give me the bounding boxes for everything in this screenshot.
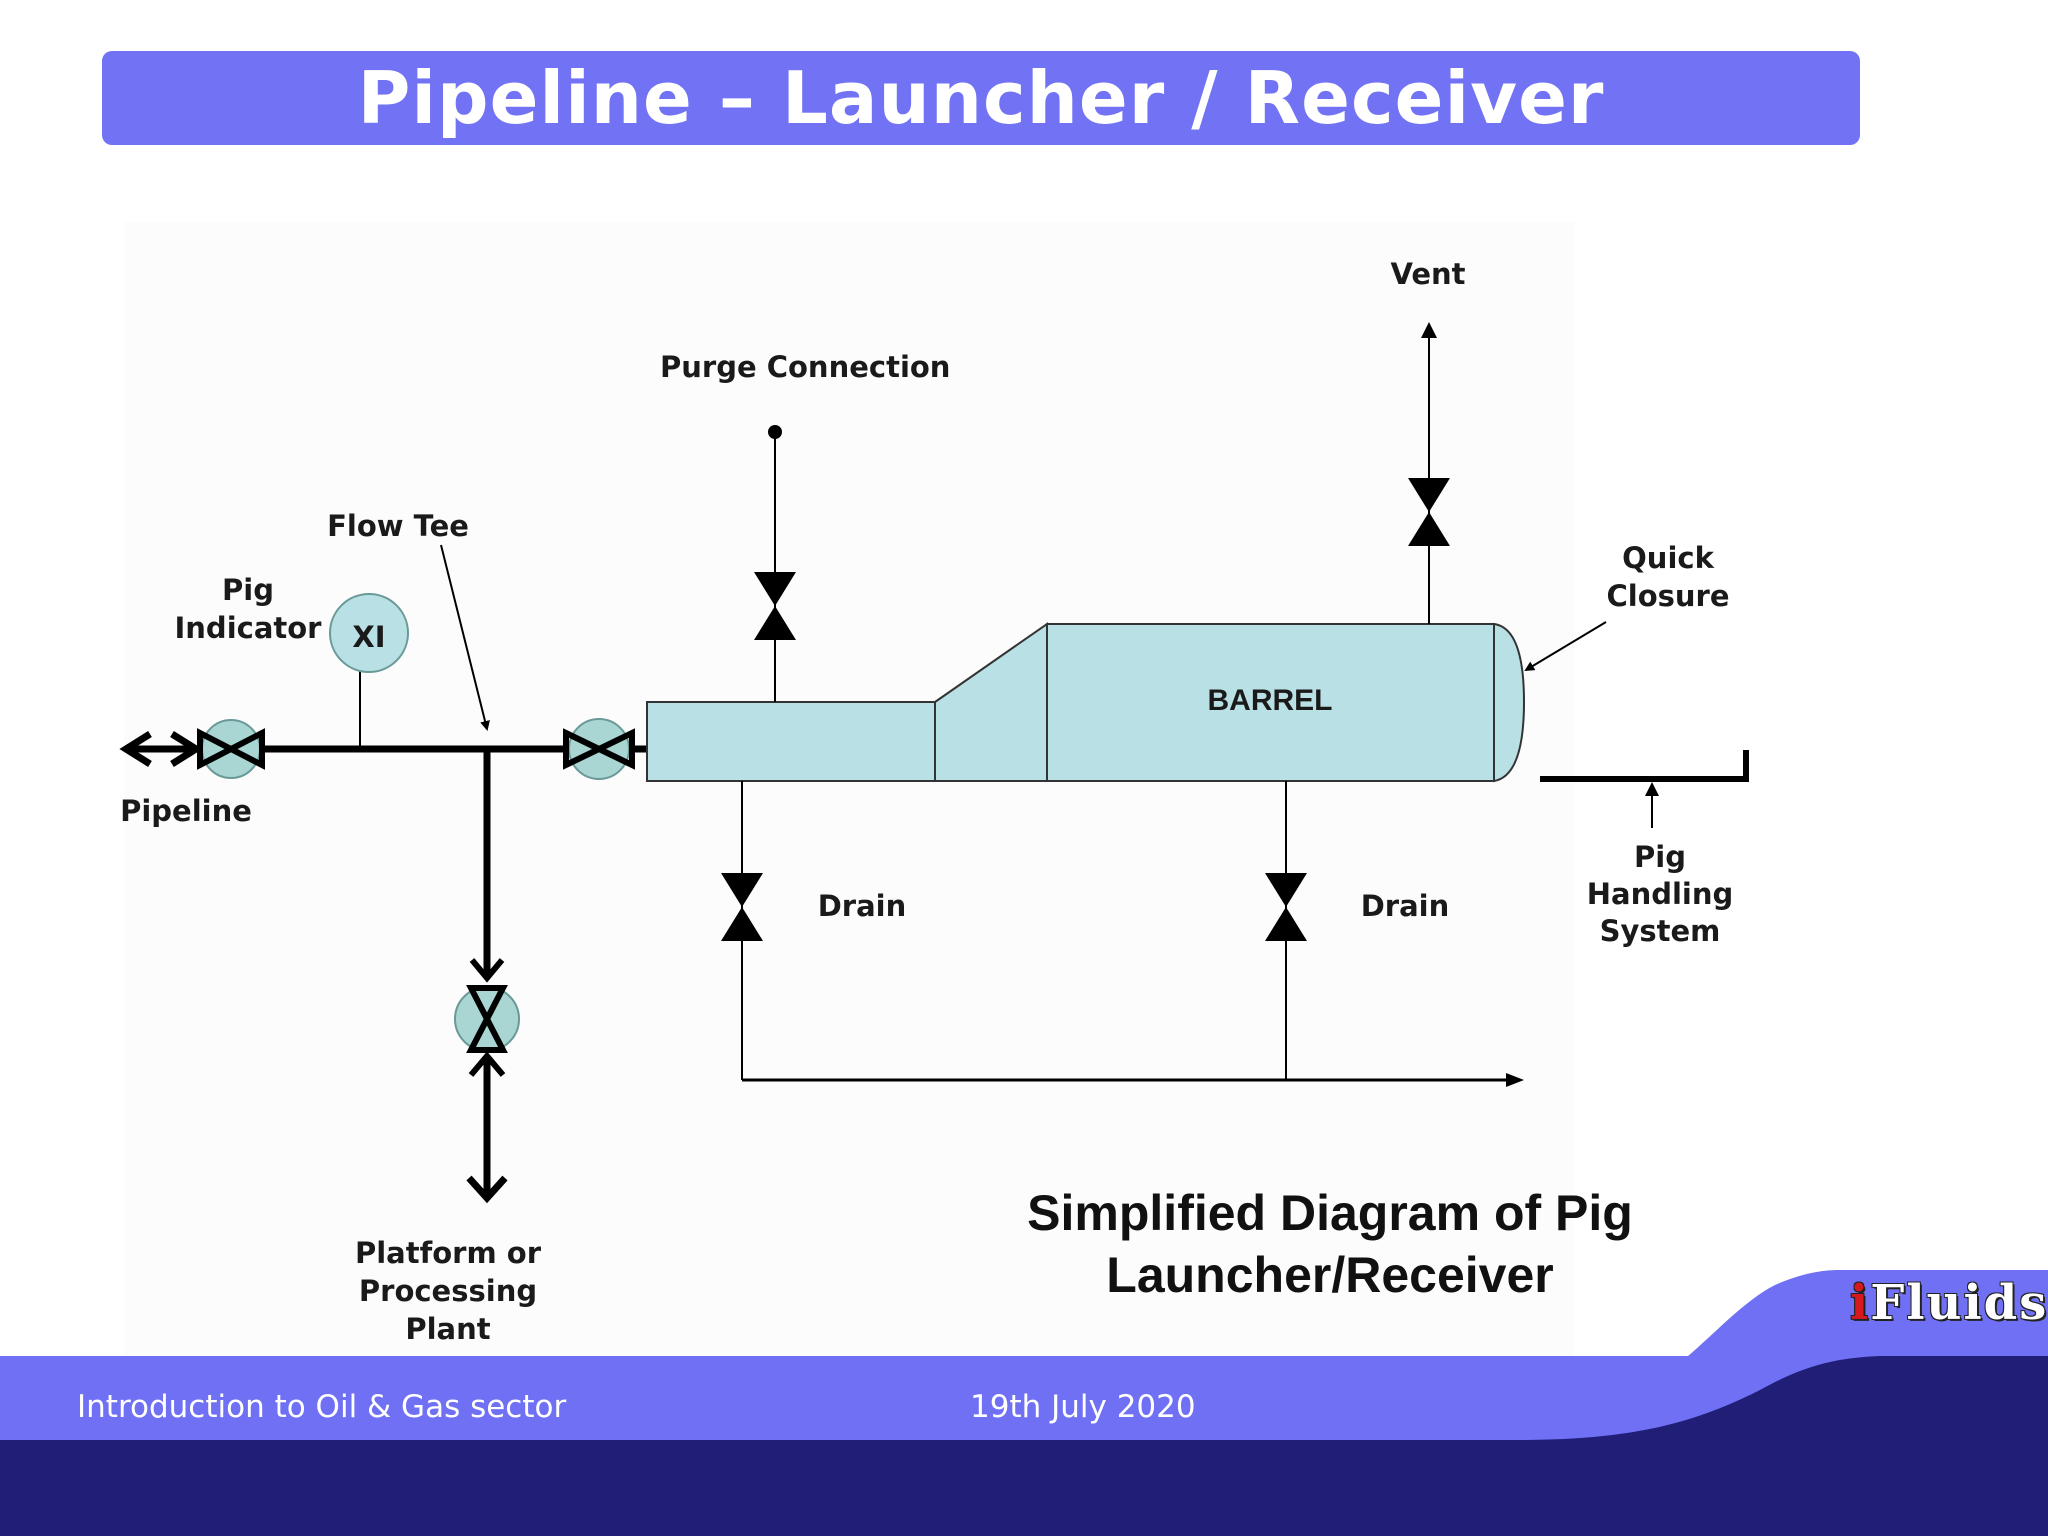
label-flow-tee: Flow Tee (327, 509, 469, 543)
logo-text: Fluids (1870, 1275, 2048, 1331)
flow-tee-leader (440, 544, 490, 731)
pig-indicator-instrument (329, 593, 409, 673)
barrel-inlet-ball-valve (563, 718, 635, 780)
pipeline-double-arrow (119, 731, 203, 767)
slide-title: Pipeline – Launcher / Receiver (357, 56, 1605, 140)
platform-arrow-down (466, 1175, 508, 1204)
drain-right-valve (1265, 873, 1307, 941)
drain-header-arrowhead (1506, 1073, 1524, 1087)
diagram-panel (124, 222, 1574, 1362)
footer-course-title: Introduction to Oil & Gas sector (77, 1389, 567, 1425)
label-pig-indicator: Pig Indicator (174, 573, 322, 645)
footer-date: 19th July 2020 (970, 1389, 1196, 1425)
pig-handling-arrowhead (1645, 782, 1659, 796)
title-bar: Pipeline – Launcher / Receiver (102, 51, 1860, 145)
pig-handling-tray (1540, 750, 1749, 782)
purge-valve (754, 572, 796, 640)
label-drain-left: Drain (817, 889, 907, 923)
logo-mark: i (1850, 1275, 1871, 1331)
tee-branch-arrow-down (469, 958, 505, 983)
vent-arrowhead (1421, 322, 1437, 338)
label-quick-closure: Quick Closure (1606, 541, 1730, 613)
ifluids-logo: iFluids (1850, 1275, 2048, 1331)
vent-valve (1408, 478, 1450, 546)
drain-left-valve (721, 873, 763, 941)
barrel-vessel (646, 622, 1526, 783)
quick-closure-leader (1524, 621, 1607, 672)
label-drain-right: Drain (1360, 889, 1450, 923)
branch-ball-valve (454, 985, 520, 1053)
label-platform-or-processing-plant: Platform or Processing Plant (354, 1236, 541, 1346)
label-vent: Vent (1390, 257, 1466, 291)
platform-arrow-up (468, 1051, 506, 1077)
label-purge-connection: Purge Connection (660, 350, 951, 384)
pipeline-ball-valve (197, 719, 265, 779)
label-xi: XI (352, 620, 386, 654)
diagram-caption: Simplified Diagram of Pig Launcher/Recei… (1027, 1185, 1633, 1303)
label-pig-handling-system: Pig Handling System (1586, 840, 1734, 948)
label-barrel: BARREL (1207, 684, 1333, 717)
label-pipeline: Pipeline (120, 794, 252, 828)
purge-connection-point (768, 425, 782, 439)
